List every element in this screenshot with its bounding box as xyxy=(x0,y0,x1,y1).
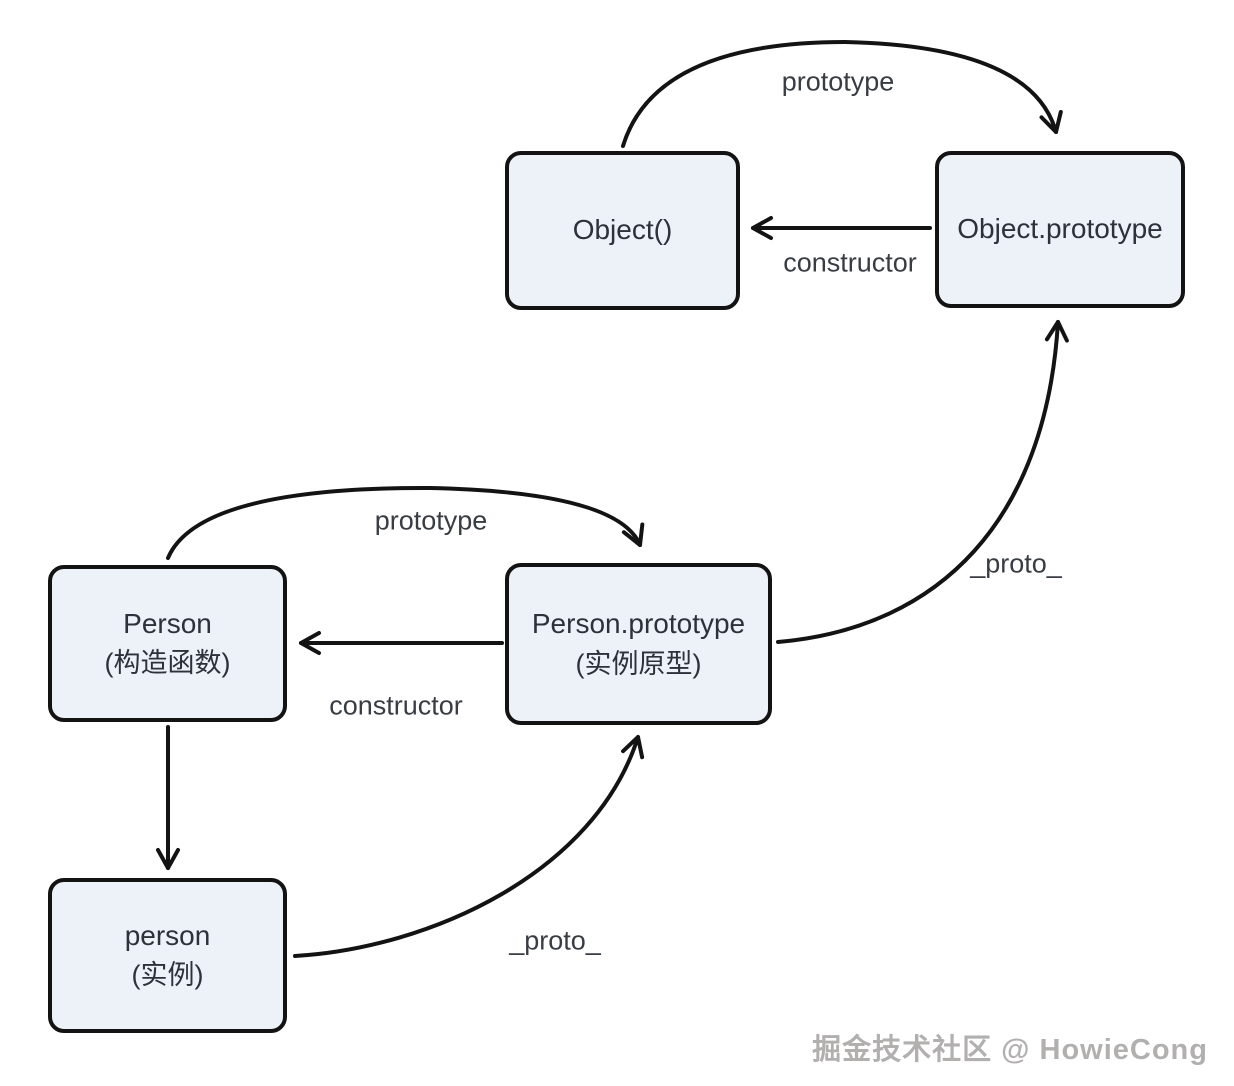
node-sublabel: (构造函数) xyxy=(104,648,231,679)
node-person-constructor: Person (构造函数) xyxy=(48,565,287,722)
node-label: Object() xyxy=(572,214,673,246)
node-sublabel: (实例) xyxy=(131,960,204,991)
arrow-proto-person-proto-to-object-proto xyxy=(776,320,1069,644)
node-label: Person xyxy=(123,607,212,639)
node-label: Object.prototype xyxy=(957,213,1163,245)
node-label: person xyxy=(124,919,211,951)
arrow-prototype-object xyxy=(621,39,1063,148)
arrow-proto-instance-to-person-proto xyxy=(293,735,645,958)
node-object-prototype: Object.prototype xyxy=(935,151,1185,308)
arrow-prototype-person xyxy=(166,485,645,560)
node-sublabel: (实例原型) xyxy=(575,648,702,679)
node-person-instance: person (实例) xyxy=(48,878,287,1033)
edge-label-prototype-top: prototype xyxy=(781,66,895,97)
node-label: Person.prototype xyxy=(531,608,746,640)
edge-label-constructor-top: constructor xyxy=(783,247,917,278)
edge-label-proto-upper: _proto_ xyxy=(970,548,1062,579)
edge-label-constructor-mid: constructor xyxy=(329,690,463,721)
edge-label-prototype-mid: prototype xyxy=(374,505,488,536)
node-person-prototype: Person.prototype (实例原型) xyxy=(505,563,772,725)
node-object-constructor: Object() xyxy=(505,151,740,310)
edge-label-proto-lower: _proto_ xyxy=(509,925,601,956)
watermark-credit: 掘金技术社区 @ HowieCong xyxy=(812,1034,1208,1066)
